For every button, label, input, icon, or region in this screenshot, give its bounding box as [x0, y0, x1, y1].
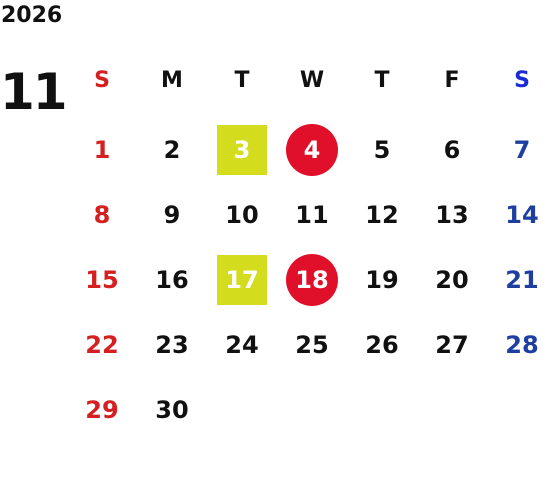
day-number: 16	[155, 266, 189, 294]
day-12[interactable]: 12	[347, 187, 417, 243]
weekday-header-sun: S	[94, 67, 110, 93]
weekday-header-wed: W	[299, 67, 325, 93]
day-number: 11	[295, 201, 329, 229]
day-number: 19	[365, 266, 399, 294]
day-number: 15	[85, 266, 119, 294]
day-number: 22	[85, 331, 119, 359]
day-17[interactable]: 17	[207, 252, 277, 308]
day-22[interactable]: 22	[67, 317, 137, 373]
day-23[interactable]: 23	[137, 317, 207, 373]
day-number: 17	[225, 266, 259, 294]
day-26[interactable]: 26	[347, 317, 417, 373]
day-number: 14	[505, 201, 539, 229]
day-number: 5	[373, 136, 391, 164]
day-number: 3	[233, 136, 251, 164]
day-number: 2	[163, 136, 181, 164]
day-9[interactable]: 9	[137, 187, 207, 243]
day-7[interactable]: 7	[487, 122, 548, 178]
day-19[interactable]: 19	[347, 252, 417, 308]
day-number: 20	[435, 266, 469, 294]
day-15[interactable]: 15	[67, 252, 137, 308]
day-5[interactable]: 5	[347, 122, 417, 178]
day-11[interactable]: 11	[277, 187, 347, 243]
day-3[interactable]: 3	[207, 122, 277, 178]
day-number: 26	[365, 331, 399, 359]
year-label: 2026	[1, 3, 63, 28]
day-number: 8	[93, 201, 111, 229]
day-25[interactable]: 25	[277, 317, 347, 373]
day-13[interactable]: 13	[417, 187, 487, 243]
day-number: 10	[225, 201, 259, 229]
day-18[interactable]: 18	[277, 252, 347, 308]
circle-highlight	[286, 254, 338, 306]
day-1[interactable]: 1	[67, 122, 137, 178]
day-number: 4	[303, 136, 321, 164]
weekday-header-thu: T	[374, 67, 390, 93]
day-2[interactable]: 2	[137, 122, 207, 178]
day-8[interactable]: 8	[67, 187, 137, 243]
weekday-header-sat: S	[514, 67, 530, 93]
month-label: 11	[0, 63, 68, 121]
day-number: 24	[225, 331, 259, 359]
day-number: 25	[295, 331, 329, 359]
day-number: 23	[155, 331, 189, 359]
day-number: 27	[435, 331, 469, 359]
circle-highlight	[286, 124, 338, 176]
square-highlight	[217, 125, 267, 175]
day-27[interactable]: 27	[417, 317, 487, 373]
day-number: 9	[163, 201, 181, 229]
day-4[interactable]: 4	[277, 122, 347, 178]
day-number: 6	[443, 136, 461, 164]
day-6[interactable]: 6	[417, 122, 487, 178]
day-30[interactable]: 30	[137, 382, 207, 438]
day-number: 30	[155, 396, 189, 424]
day-28[interactable]: 28	[487, 317, 548, 373]
weekday-header-fri: F	[444, 67, 460, 93]
day-29[interactable]: 29	[67, 382, 137, 438]
day-number: 29	[85, 396, 119, 424]
day-number: 28	[505, 331, 539, 359]
weekday-header-mon: M	[161, 67, 183, 93]
day-21[interactable]: 21	[487, 252, 548, 308]
day-number: 21	[505, 266, 539, 294]
day-number: 1	[93, 136, 111, 164]
day-14[interactable]: 14	[487, 187, 548, 243]
square-highlight	[217, 255, 267, 305]
day-20[interactable]: 20	[417, 252, 487, 308]
day-16[interactable]: 16	[137, 252, 207, 308]
day-number: 7	[513, 136, 531, 164]
day-24[interactable]: 24	[207, 317, 277, 373]
weekday-header-tue: T	[234, 67, 250, 93]
day-number: 13	[435, 201, 469, 229]
day-number: 12	[365, 201, 399, 229]
day-number: 18	[295, 266, 329, 294]
day-10[interactable]: 10	[207, 187, 277, 243]
